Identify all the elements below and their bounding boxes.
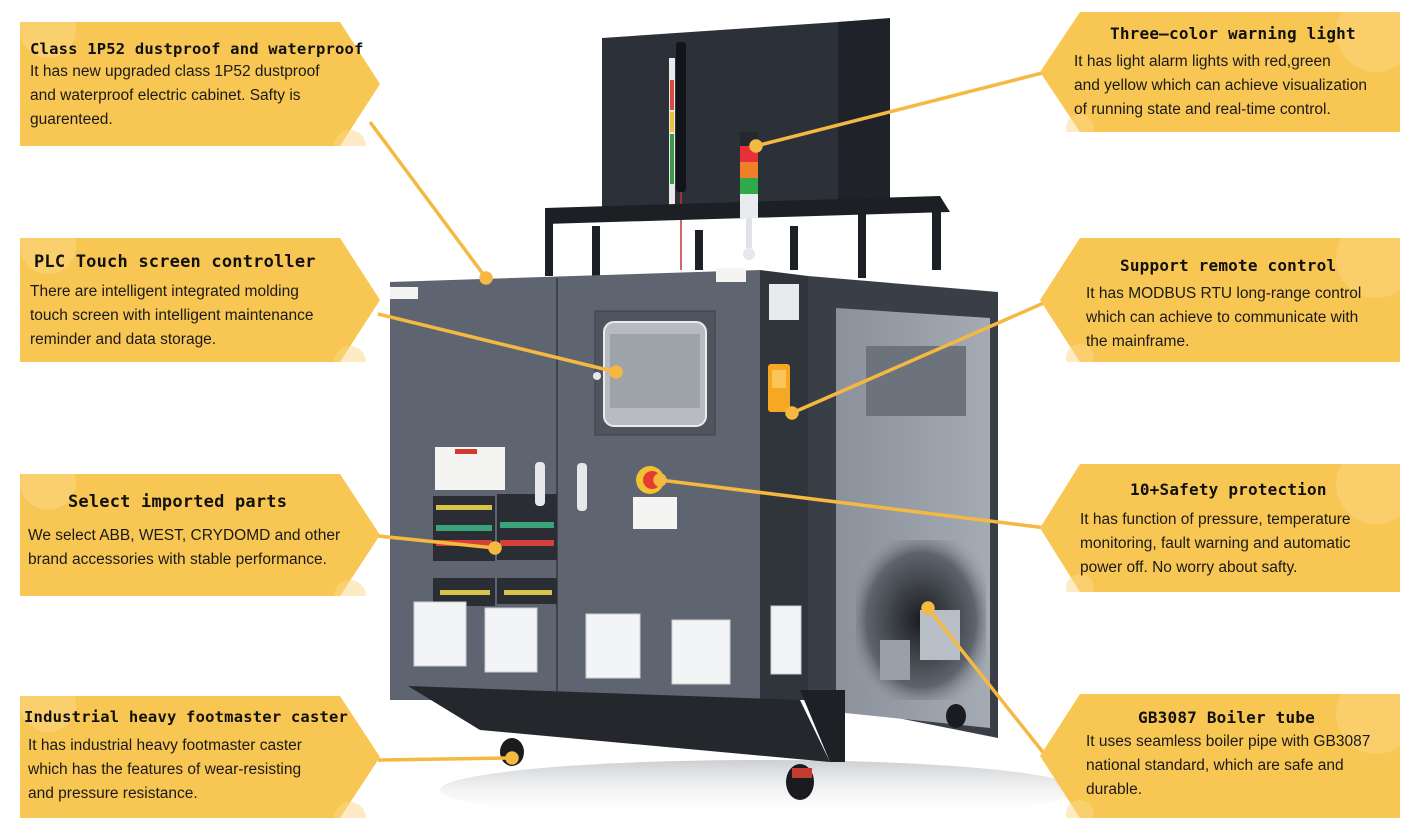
- callout-arrow-shape: [1040, 464, 1400, 592]
- warning-light-segment: [740, 178, 758, 194]
- callout-line: and waterproof electric cabinet. Safty i…: [30, 87, 301, 104]
- level-gauge: [669, 58, 675, 208]
- floor-shadow: [440, 760, 1080, 820]
- callout-line: which has the features of wear-resisting: [28, 761, 302, 778]
- callout-line: We select ABB, WEST, CRYDOMD and other: [28, 527, 341, 544]
- callout-line: power off. No worry about safty.: [1080, 559, 1298, 576]
- callout-line: which can achieve to communicate with: [1086, 309, 1359, 326]
- callout-line: It has new upgraded class 1P52 dustproof: [30, 63, 320, 80]
- callout-line: brand accessories with stable performanc…: [28, 551, 327, 568]
- three-color-warning-light: [740, 132, 758, 260]
- callout-line: and pressure resistance.: [28, 785, 198, 802]
- front-vent-grilles: [413, 601, 802, 685]
- plc-touch-screen: [593, 310, 716, 436]
- callout-safety: 10+Safety protection It has function of …: [1040, 464, 1400, 592]
- machine-base: [408, 686, 845, 762]
- callout-line: of running state and real-time control.: [1074, 101, 1331, 118]
- callout-arrow-shape: [1040, 12, 1400, 132]
- callout-title: 10+Safety protection: [1130, 480, 1327, 499]
- callout-title: Industrial heavy footmaster caster: [24, 708, 349, 726]
- door-handle: [577, 463, 587, 511]
- callout-line: It has function of pressure, temperature: [1080, 511, 1351, 528]
- callout-line: There are intelligent integrated molding: [30, 283, 299, 300]
- callout-title: GB3087 Boiler tube: [1138, 708, 1315, 727]
- callout-line: It has light alarm lights with red,green: [1074, 53, 1331, 70]
- callout-line: durable.: [1086, 781, 1143, 798]
- callout-title: Select imported parts: [68, 492, 288, 512]
- warning-sticker: [716, 268, 746, 282]
- emergency-stop-button: [636, 466, 664, 494]
- warning-light-segment: [740, 162, 758, 178]
- warning-light-segment: [740, 146, 758, 162]
- callout-warning-light: Three—color warning light It has light a…: [1040, 12, 1400, 132]
- top-tank: [602, 18, 890, 270]
- callout-boiler: GB3087 Boiler tube It uses seamless boil…: [1040, 694, 1400, 818]
- callout-arrow-shape: [20, 22, 380, 146]
- callout-title: Support remote control: [1120, 256, 1337, 275]
- side-vent-grille: [866, 346, 966, 416]
- safety-warning-label: [633, 497, 677, 529]
- callout-line: guarenteed.: [30, 111, 113, 128]
- callout-line: and yellow which can achieve visualizati…: [1074, 77, 1367, 94]
- callout-remote: Support remote control It has MODBUS RTU…: [1040, 238, 1400, 362]
- warning-sticker: [390, 287, 418, 299]
- callout-title: PLC Touch screen controller: [34, 252, 316, 272]
- callout-plc: PLC Touch screen controller There are in…: [20, 238, 380, 362]
- electrical-spec-label: [435, 447, 505, 490]
- callout-title: Class 1P52 dustproof and waterproof: [30, 40, 364, 58]
- callout-caster: Industrial heavy footmaster caster It ha…: [20, 696, 380, 818]
- callout-line: It has industrial heavy footmaster caste…: [28, 737, 302, 754]
- warning-light-segment: [740, 194, 758, 218]
- callout-parts: Select imported parts We select ABB, WES…: [20, 474, 380, 596]
- callout-line: the mainframe.: [1086, 333, 1190, 350]
- callout-arrow-shape: [20, 696, 380, 818]
- door-handle: [535, 462, 545, 506]
- callout-title: Three—color warning light: [1110, 24, 1356, 43]
- callout-line: monitoring, fault warning and automatic: [1080, 535, 1351, 552]
- callout-line: It has MODBUS RTU long-range control: [1086, 285, 1362, 302]
- callout-line: reminder and data storage.: [30, 331, 217, 348]
- callout-dustproof: Class 1P52 dustproof and waterproof It h…: [20, 22, 380, 146]
- callout-line: touch screen with intelligent maintenanc…: [30, 307, 314, 324]
- callout-arrow-shape: [20, 238, 380, 362]
- callout-line: It uses seamless boiler pipe with GB3087: [1086, 733, 1371, 750]
- callout-line: national standard, which are safe and: [1086, 757, 1344, 774]
- callout-arrow-shape: [20, 474, 380, 596]
- top-vent-grille: [769, 284, 799, 320]
- relay-components-panel: [433, 494, 557, 606]
- callout-arrow-shape: [1040, 694, 1400, 818]
- callout-arrow-shape: [1040, 238, 1400, 362]
